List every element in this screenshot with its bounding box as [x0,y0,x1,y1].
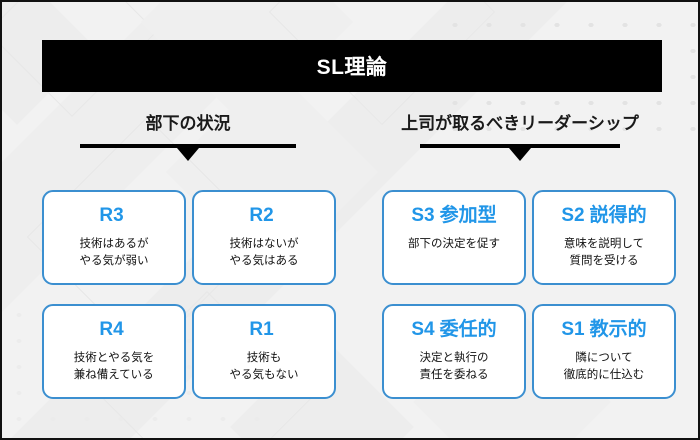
card-body: 部下の決定を促す [408,238,500,250]
card-code: R2 [249,205,274,226]
chevron-down-icon [177,148,199,161]
card-suffix: 参加型 [439,205,497,226]
card-body: 隣について 徹底的に仕込む [563,352,645,381]
card-code: S3 [411,205,435,226]
card-body: 技術も やる気もない [229,352,299,381]
column-header-label: 部下の状況 [145,114,231,133]
card-code: R4 [99,319,124,340]
card-r1[interactable]: R1 技術も やる気もない [192,304,336,399]
card-suffix: 教示的 [589,319,647,340]
card-code: S1 [561,319,585,340]
slide-title-bar: SL理論 [42,40,662,92]
card-r4[interactable]: R4 技術とやる気を 兼ね備えている [42,304,186,399]
column-header-subordinate-status: 部下の状況 [80,112,296,161]
card-title: R1 [249,319,278,341]
card-body: 技術はないが やる気はある [229,238,299,267]
card-r2[interactable]: R2 技術はないが やる気はある [192,190,336,285]
card-title: R4 [99,319,128,341]
card-code: R3 [99,205,124,226]
column-header-label: 上司が取るべきリーダーシップ [401,114,639,133]
card-code: S4 [411,319,435,340]
card-suffix: 説得的 [589,205,647,226]
card-body: 技術とやる気を 兼ね備えている [73,352,155,381]
card-body: 技術はあるが やる気が弱い [79,238,149,267]
column-header-rule [80,144,296,161]
card-title: R2 [249,205,278,227]
card-body: 意味を説明して 質問を受ける [563,238,645,267]
chevron-down-icon [509,148,531,161]
card-code: S2 [561,205,585,226]
card-r3[interactable]: R3 技術はあるが やる気が弱い [42,190,186,285]
page-title: SL理論 [316,56,388,79]
column-header-leadership-style: 上司が取るべきリーダーシップ [374,112,666,161]
card-body: 決定と執行の 責任を委ねる [419,352,489,381]
card-suffix: 委任的 [439,319,497,340]
card-title: R3 [99,205,128,227]
column-header-rule [420,144,620,161]
card-code: R1 [249,319,274,340]
